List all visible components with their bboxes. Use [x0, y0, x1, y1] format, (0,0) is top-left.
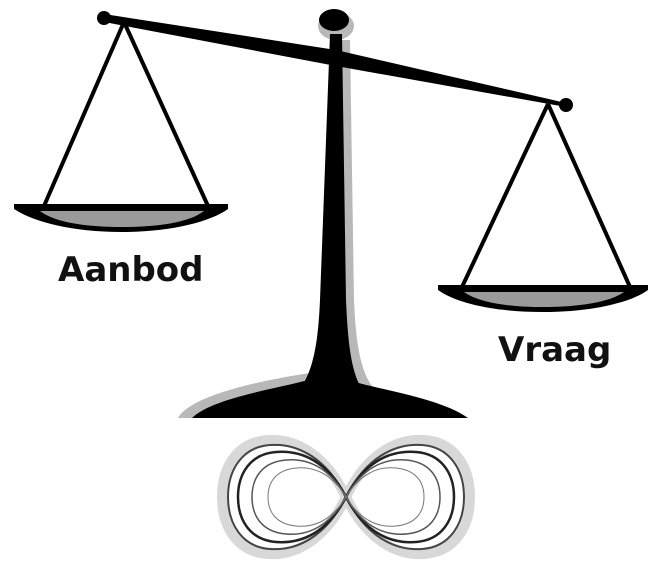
beam-end-left — [97, 11, 111, 25]
right-string-b — [548, 104, 630, 287]
left-string-b — [124, 22, 208, 206]
scale-knob — [319, 9, 349, 31]
beam-end-right — [559, 98, 573, 112]
left-string-a — [44, 22, 124, 206]
right-string-a — [462, 104, 548, 287]
demand-label: Vraag — [498, 330, 611, 370]
infinity-icon — [222, 440, 470, 554]
supply-label: Aanbod — [58, 250, 204, 290]
